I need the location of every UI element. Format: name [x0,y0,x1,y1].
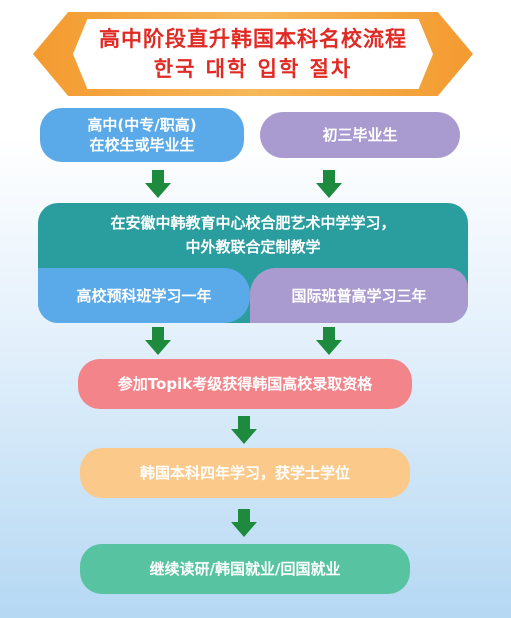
step-korea-undergrad: 韩国本科四年学习，获学士学位 [80,448,410,498]
study-line2: 中外教联合定制教学 [185,238,321,256]
step-topik-label: 参加Topik考级获得韩国高校录取资格 [117,375,373,393]
start-right-label: 初三毕业生 [322,126,398,144]
track-international: 国际班普高学习三年 [250,268,468,323]
step-topik: 参加Topik考级获得韩国高校录取资格 [78,359,412,409]
start-left-line1: 高中(中专/职高) [87,116,197,134]
track-preparatory-label: 高校预科班学习一年 [76,286,212,305]
down-arrow-icon [231,509,257,539]
start-box-highschool: 高中(中专/职高) 在校生或毕业生 [40,108,244,162]
track-preparatory: 高校预科班学习一年 [38,268,250,323]
step-final: 继续读研/韩国就业/回国就业 [80,544,410,594]
step-final-label: 继续读研/韩国就业/回国就业 [149,560,341,578]
down-arrow-icon [145,170,171,200]
step-korea-label: 韩国本科四年学习，获学士学位 [139,464,350,482]
title-banner: 高中阶段直升韩国本科名校流程 한국 대학 입학 절차 [33,12,473,96]
down-arrow-icon [231,416,257,446]
start-left-line2: 在校生或毕业生 [89,136,195,154]
start-box-junior-graduate: 初三毕业生 [260,112,460,158]
title-korean: 한국 대학 입학 절차 [153,57,353,81]
title-chinese: 高中阶段直升韩国本科名校流程 [99,27,407,51]
banner-body: 高中阶段直升韩国本科名校流程 한국 대학 입학 절차 [73,19,433,89]
study-description: 在安徽中韩教育中心校合肥艺术中学学习， 中外教联合定制教学 [38,209,468,261]
down-arrow-icon [316,170,342,200]
track-international-label: 国际班普高学习三年 [291,286,427,305]
down-arrow-icon [316,327,342,357]
down-arrow-icon [145,327,171,357]
study-line1: 在安徽中韩教育中心校合肥艺术中学学习， [110,214,396,232]
